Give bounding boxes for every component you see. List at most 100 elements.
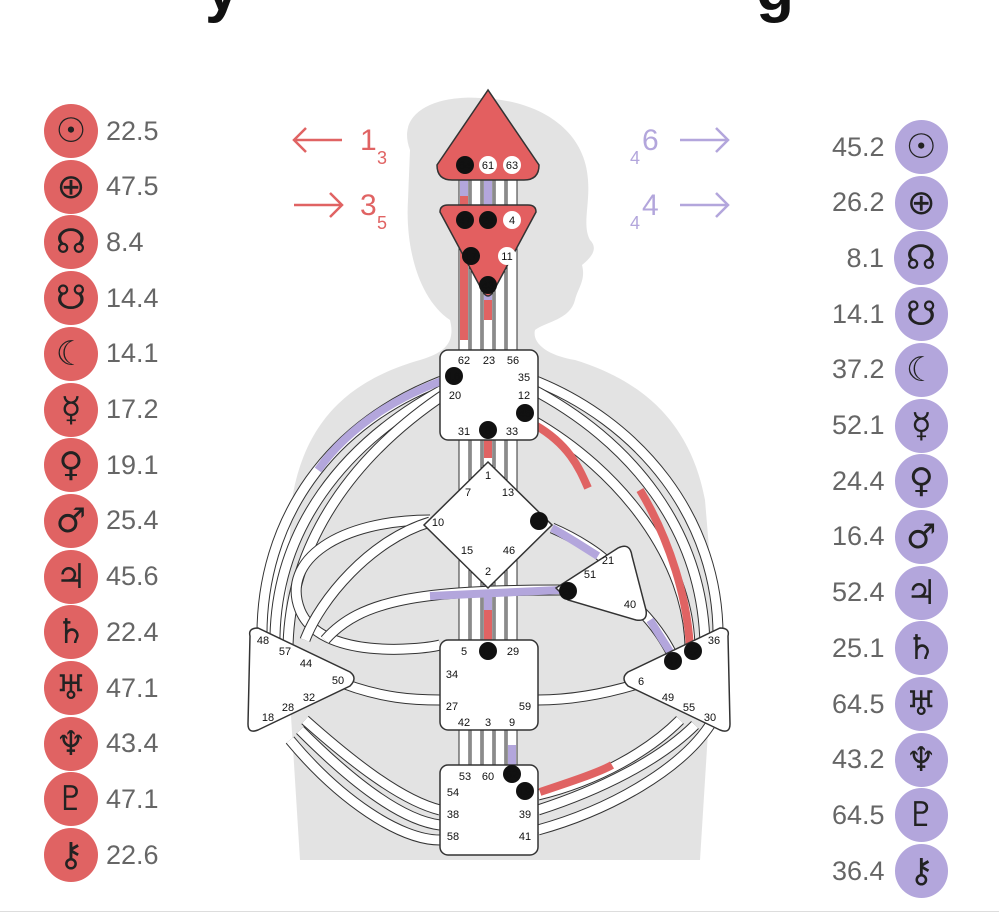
g-center (422, 460, 554, 590)
planet-value: 64.5 (832, 688, 885, 719)
gate-61-label: 61 (482, 160, 494, 172)
gate-4-label: 4 (509, 215, 515, 227)
personality-planet-row: 64.5♇ (832, 788, 948, 843)
personality-planet-row: 45.2☉ (832, 120, 948, 174)
gate-38-label: 38 (447, 809, 459, 821)
gate-18-label: 18 (262, 712, 274, 724)
planet-value: 14.1 (106, 338, 159, 369)
design-planet-row: ♇ 47.1 (44, 772, 159, 827)
gate-9-label: 9 (509, 717, 515, 729)
channel-32-54 (302, 716, 442, 815)
personality-planet-row: 36.4⚷ (832, 844, 948, 899)
design-planet-row: ♂ 25.4 (44, 493, 159, 548)
personality-planet-row: 16.4♂ (832, 509, 948, 564)
planet-value: 45.6 (106, 561, 159, 592)
moon-icon: ☾ (894, 342, 948, 397)
south-node-icon: ☋ (44, 271, 98, 326)
gate-44-label: 44 (300, 658, 312, 670)
channel-16-48-personality (314, 374, 452, 473)
gate-37-label: 37 (667, 656, 679, 668)
channel-25-51-personality (550, 524, 601, 560)
gate-5-label: 5 (461, 646, 467, 658)
channels-layer (256, 175, 724, 846)
neptune-icon: ♆ (894, 732, 948, 787)
gate-24-marker (479, 211, 497, 229)
gate-48-label: 48 (257, 635, 269, 647)
gate-41-label: 41 (519, 831, 531, 843)
gate-27-label: 27 (446, 701, 458, 713)
gate-46-label: 46 (503, 545, 515, 557)
gate-8-marker (479, 421, 497, 439)
variable-main: 4 (642, 189, 659, 222)
channel-18-58 (286, 737, 441, 845)
design-top-arrow-head (292, 127, 307, 153)
gate-51-label: 51 (584, 569, 596, 581)
personality-planet-row: 14.1☋ (832, 287, 948, 342)
gate-24-label: 24 (482, 215, 494, 227)
design-planet-row: ⚷22.6 (44, 828, 159, 883)
gate-63-marker (503, 156, 521, 174)
channel-45-21-design (532, 421, 592, 490)
root-center (439, 764, 539, 856)
footer-divider (0, 911, 999, 912)
jupiter-icon: ♃ (44, 549, 98, 604)
sun-icon: ☉ (894, 120, 948, 174)
pluto-icon: ♇ (44, 772, 98, 827)
gate-45-marker (516, 404, 534, 422)
design-planet-row: ☋14.4 (44, 271, 159, 326)
north-node-icon: ☊ (44, 215, 98, 270)
gate-26-marker (559, 582, 577, 600)
mars-icon: ♂ (44, 493, 98, 548)
gate-31-label: 31 (458, 426, 470, 438)
planet-value: 25.4 (106, 505, 159, 536)
planet-value: 47.1 (106, 783, 159, 814)
gate-22-marker (684, 642, 702, 660)
gate-30-label: 30 (704, 712, 716, 724)
personality-planet-row: 24.4♀ (832, 454, 948, 509)
venus-icon: ♀ (894, 454, 948, 509)
planet-value: 43.4 (106, 728, 159, 759)
gate-28-label: 28 (282, 702, 294, 714)
earth-icon: ⊕ (44, 159, 98, 214)
gate-33-label: 33 (506, 426, 518, 438)
sun-icon: ☉ (44, 104, 98, 158)
channel-41-30 (536, 722, 714, 835)
gate-42-label: 42 (458, 717, 470, 729)
gate-40-label: 40 (624, 599, 636, 611)
design-planet-row: ♀19.1 (44, 438, 159, 493)
mercury-icon: ☿ (894, 398, 948, 453)
personality-bottom-arrow-head (715, 192, 730, 218)
planet-value: 25.1 (832, 632, 885, 663)
design-planet-row: ⊕47.5 (44, 159, 159, 214)
channel-10-34 (291, 515, 442, 654)
gate-16-marker (445, 367, 463, 385)
south-node-icon: ☋ (894, 287, 948, 342)
saturn-icon: ♄ (44, 605, 98, 660)
gate-45-label: 45 (519, 408, 531, 420)
planet-value: 36.4 (832, 855, 885, 886)
chiron-icon: ⚷ (44, 828, 98, 883)
gate-17-marker (462, 247, 480, 265)
personality-planet-row: 8.1☊ (832, 231, 948, 286)
channel-10-57 (300, 517, 432, 642)
planet-value: 47.1 (106, 672, 159, 703)
planet-value: 19.1 (106, 449, 159, 480)
personality-planet-row: 52.1☿ (832, 398, 948, 453)
personality-top-arrow-head (715, 127, 730, 153)
gate-3-label: 3 (485, 717, 491, 729)
uranus-icon: ♅ (894, 677, 948, 731)
gate-20-label: 20 (449, 390, 461, 402)
channel-12-22 (527, 384, 710, 651)
planet-value: 52.4 (832, 577, 885, 608)
gate-7-label: 7 (465, 487, 471, 499)
variable-sub: 4 (630, 213, 640, 233)
gate-53-label: 53 (459, 771, 471, 783)
saturn-icon: ♄ (894, 621, 948, 676)
design-bottom-arrow-head (329, 192, 344, 218)
gate-11-marker (498, 247, 516, 265)
gate-43-label: 43 (482, 280, 494, 292)
planet-value: 26.2 (832, 187, 885, 218)
gate-47-marker (456, 211, 474, 229)
channel-35-36 (526, 373, 723, 641)
